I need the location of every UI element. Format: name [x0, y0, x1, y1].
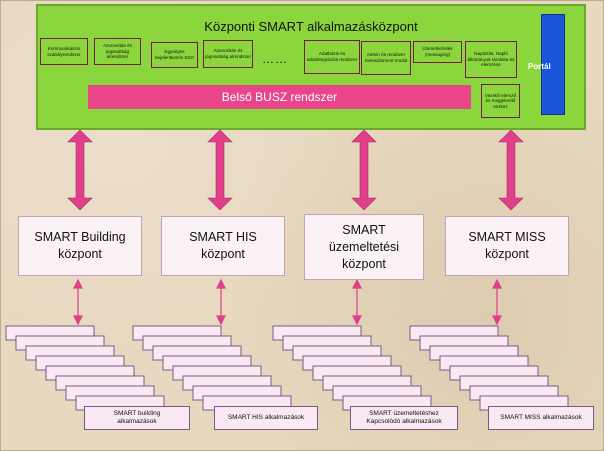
apps-label-operations-line1: SMART üzemeltetéshez: [369, 410, 439, 417]
module-auth-1: Azonosítás és jogosultság alrendszer: [94, 38, 141, 65]
center-his: SMART HIS központ: [161, 216, 285, 276]
center-operations-line1: SMART: [342, 222, 386, 237]
module-messaging: Üzenetkezelés (messaging): [413, 41, 462, 63]
center-his-line1: SMART HIS: [189, 230, 257, 244]
center-building-line2: központ: [58, 247, 102, 261]
app-stack-his: [132, 325, 292, 411]
module-management-analytics: Vezetői elemző és megjelenítő eszköz: [481, 84, 520, 118]
internal-bus: Belső BUSZ rendszer: [88, 85, 471, 109]
center-miss-line2: központ: [485, 247, 529, 261]
center-miss: SMART MISS központ: [445, 216, 569, 276]
app-stack-miss: [409, 325, 569, 411]
apps-label-building-line2: alkalmazások: [117, 418, 157, 425]
apps-label-operations-line2: Kapcsolódó alkalmazások: [366, 418, 442, 425]
apps-label-his-line1: SMART HIS alkalmazások: [227, 414, 305, 421]
ellipsis: ……: [262, 52, 288, 66]
arrow-central-miss: [498, 129, 524, 211]
center-operations: SMART üzemeltetési központ: [304, 214, 424, 280]
module-communication: Kommunikációs szabályrendszer: [40, 38, 88, 65]
apps-label-operations: SMART üzemeltetéshez Kapcsolódó alkalmaz…: [350, 406, 458, 430]
center-his-line2: központ: [201, 247, 245, 261]
module-sso: Egységes bejelentkezés SSO: [151, 42, 198, 68]
apps-label-miss: SMART MISS alkalmazások: [488, 406, 594, 430]
portal-bar: [541, 14, 565, 115]
arrow-central-building: [67, 129, 93, 211]
center-building-line1: SMART Building: [34, 230, 126, 244]
apps-label-miss-line1: SMART MISS alkalmazások: [500, 414, 582, 421]
module-auth-2: Azonosítás és jogosultság alrendszer: [203, 40, 253, 68]
apps-label-building-line1: SMART building: [113, 410, 161, 417]
module-logging: Naplózás, Napló állományok tárolása és e…: [465, 41, 517, 78]
center-miss-line1: SMART MISS: [468, 230, 546, 244]
apps-label-his: SMART HIS alkalmazások: [214, 406, 318, 430]
module-database: Adatbázis és adatintegrációs rendszer: [304, 40, 360, 74]
module-admin: Admin és rendszer menedzsment modul: [361, 41, 411, 75]
central-title: Központi SMART alkalmazásközpont: [204, 19, 418, 34]
arrow-central-operations: [351, 129, 377, 211]
center-operations-line3: központ: [342, 256, 386, 271]
center-building: SMART Building központ: [18, 216, 142, 276]
portal-label: Portál: [528, 62, 551, 71]
center-operations-line2: üzemeltetési: [328, 239, 400, 254]
app-stack-operations: [272, 325, 432, 411]
apps-label-building: SMART building alkalmazások: [84, 406, 190, 430]
arrow-central-his: [207, 129, 233, 211]
